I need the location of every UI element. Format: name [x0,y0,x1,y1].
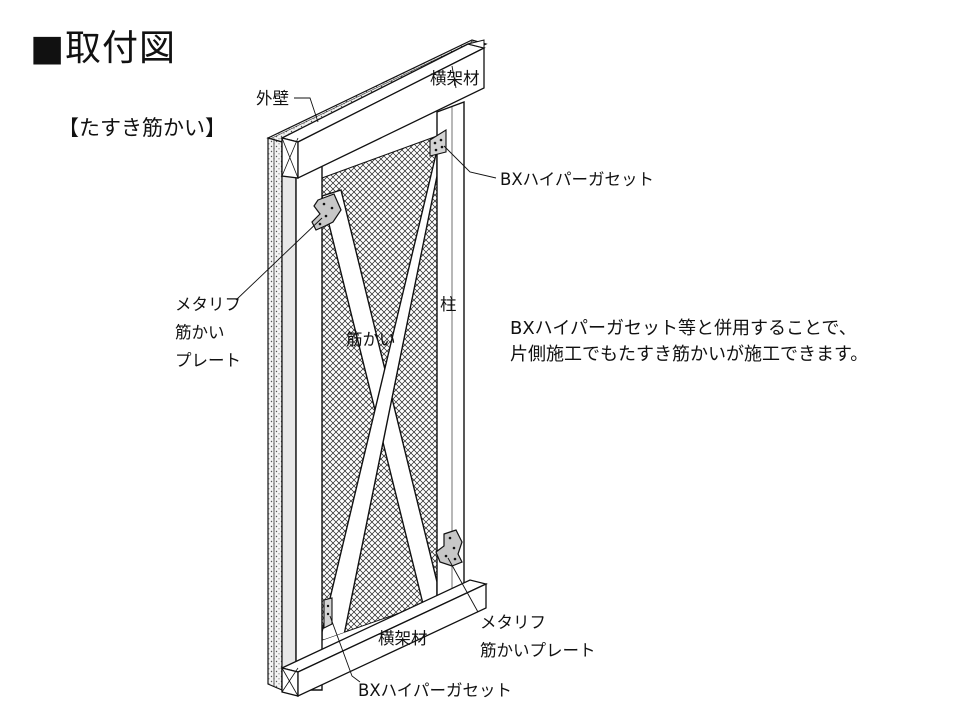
leader-lines [235,65,497,683]
label-column: 柱 [440,295,457,314]
label-plate-left-line3: プレート [175,351,241,370]
section-title: 【たすき筋かい】 [58,116,226,140]
column-left [281,128,323,691]
label-outer-wall: 外壁 [256,89,289,108]
gusset-bottom [323,597,333,629]
cross-braces [322,149,437,640]
note-line-2: 片側施工でもたすき筋かいが施工できます。 [510,344,869,365]
top-beam [280,39,486,180]
label-brace: 筋かい [346,330,396,349]
label-bottom-beam: 横架材 [378,629,428,648]
brace-up [322,149,437,640]
label-gusset-top: BXハイパーガセット [500,170,654,189]
page-title: ■取付図 [30,28,177,69]
label-gusset-bottom: BXハイパーガセット [358,681,512,700]
label-plate-left-line2: 筋かい [175,323,225,342]
column-right [436,100,465,607]
label-plate-right-line2: 筋かいプレート [480,641,596,660]
label-plate-left-line1: メタリフ [175,295,241,314]
bottom-beam [280,579,488,698]
brace-plate-lower [435,529,463,567]
label-plate-right-line1: メタリフ [480,613,546,632]
gusset-top [429,129,447,157]
label-top-beam: 横架材 [430,69,480,88]
note-text: BXハイパーガセット等と併用することで、 片側施工でもたすき筋かいが施工できます… [510,316,868,368]
note-line-1: BXハイパーガセット等と併用することで、 [510,318,857,339]
